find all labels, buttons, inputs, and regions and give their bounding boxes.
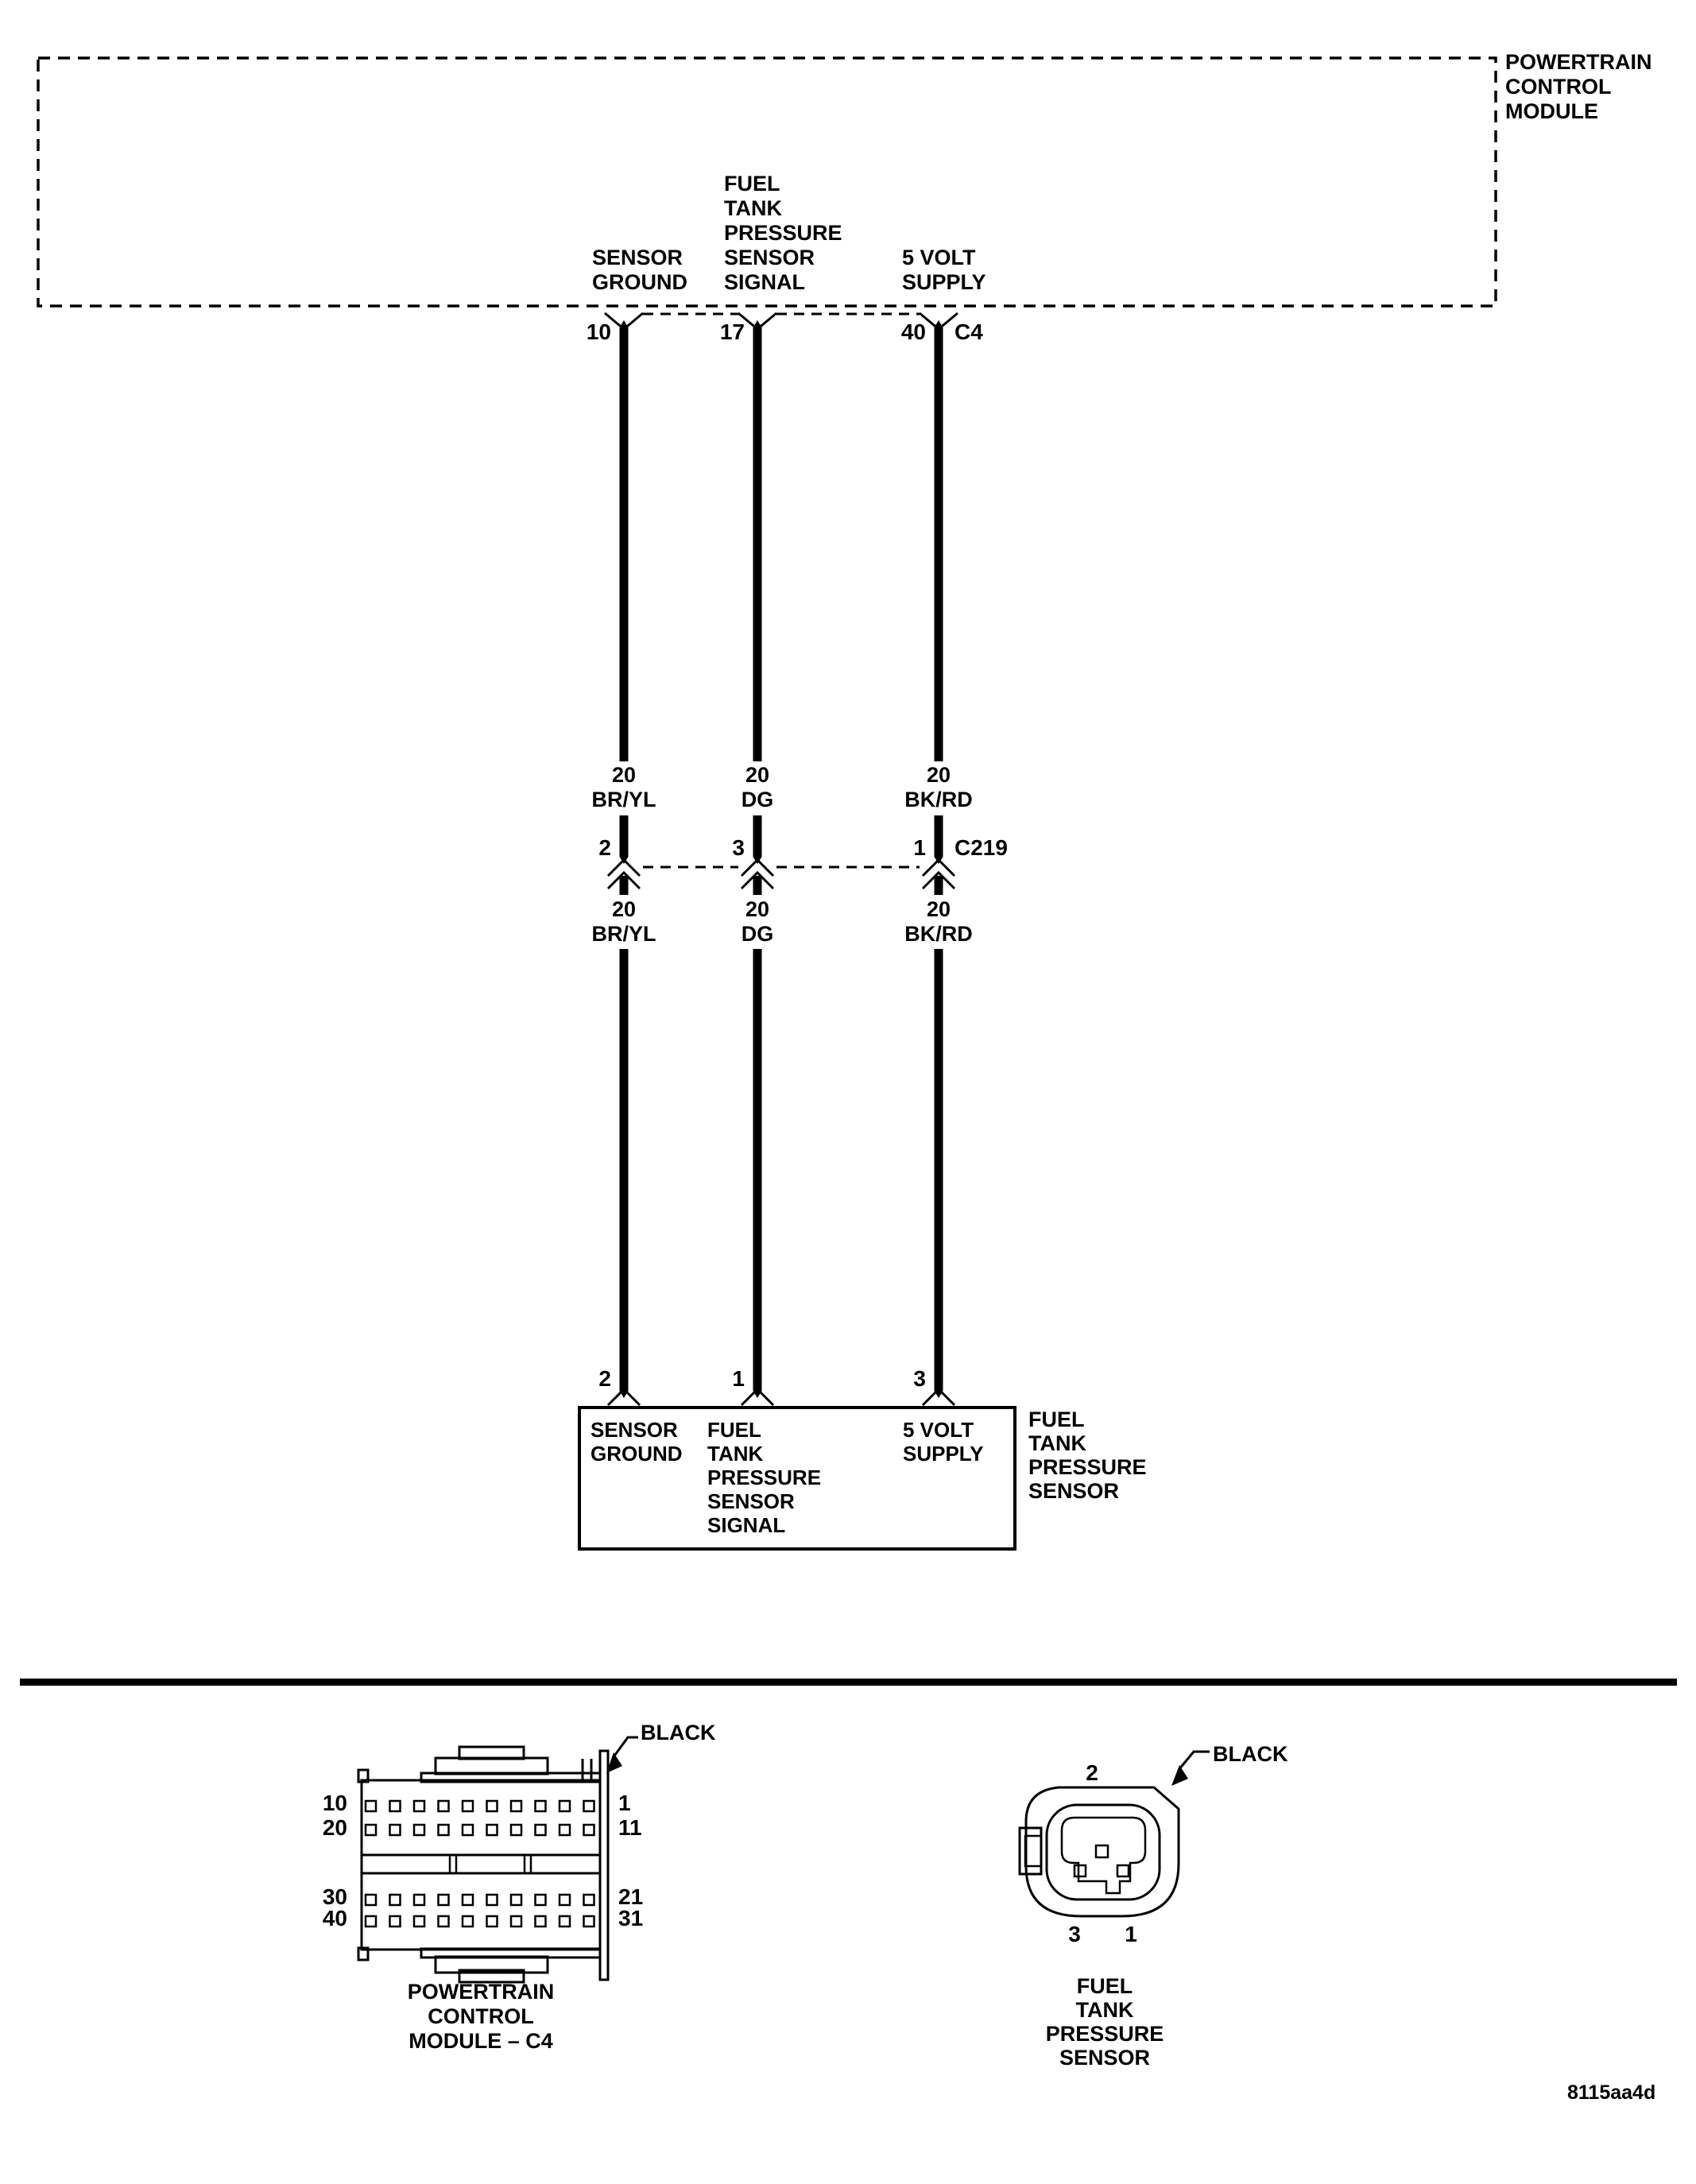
connector-chevron-icon	[921, 858, 956, 877]
wire-gauge-label: 20	[745, 763, 770, 787]
sensor-function-label: FUEL TANK PRESSURE SENSOR SIGNAL	[707, 1418, 822, 1537]
c219-connector-symbol	[606, 858, 956, 890]
c219-pin-number: 1	[913, 835, 926, 860]
sensor-connector-pin-label: 2	[1086, 1760, 1098, 1785]
connector-v-icon	[606, 1387, 641, 1407]
sensor-name-label: FUEL TANK PRESSURE SENSOR	[1028, 1408, 1147, 1503]
connector-v-icon	[740, 1387, 775, 1407]
c219-pin-number: 2	[598, 835, 611, 860]
pcm-connector-color-label: BLACK	[641, 1721, 716, 1744]
sensor-box	[578, 1406, 1016, 1551]
pcm-connector-row-label-left: 20	[322, 1815, 347, 1840]
connector-chevron-icon	[606, 858, 641, 877]
pcm-pin-number: 10	[586, 319, 611, 344]
pcm-connector-row-label-right: 1	[618, 1791, 631, 1815]
pcm-connector-row-label-right: 31	[618, 1906, 644, 1930]
pcm-function-label: SENSOR GROUND	[592, 246, 687, 294]
wire-color-label: BK/RD	[904, 922, 973, 946]
wire-gauge-label: 20	[926, 763, 951, 787]
pcm-connector-row-label-left: 10	[322, 1791, 347, 1815]
pcm-connector-row-label-right: 21	[618, 1884, 644, 1909]
c219-pin-number: 3	[732, 835, 745, 860]
wire-gauge-label: 20	[611, 897, 637, 921]
pcm-pin-number: 17	[719, 319, 745, 344]
pcm-pin-grid-top	[364, 1799, 595, 1837]
sensor-connector-color-label: BLACK	[1213, 1742, 1288, 1766]
sensor-connector-pin-label: 3	[1068, 1922, 1081, 1946]
sensor-pin-number: 3	[913, 1366, 926, 1391]
connector-chevron-icon	[740, 870, 775, 890]
pcm-connector-row-label-right: 11	[618, 1815, 642, 1840]
wire-color-label: BR/YL	[591, 788, 656, 811]
wire-color-label: BK/RD	[904, 788, 973, 811]
pcm-connector-row-label-left: 30	[322, 1884, 347, 1909]
black-callout-arrow-icon	[1171, 1750, 1210, 1786]
pcm-pin-grid-bottom	[364, 1893, 595, 1928]
wire-5-volt-supply	[934, 320, 943, 1398]
pcm-pin-number: 40	[900, 319, 926, 344]
wire-ftp-sensor-signal	[753, 320, 762, 1398]
pcm-connector-caption: POWERTRAIN CONTROL MODULE – C4	[407, 1980, 555, 2053]
wire-sensor-ground	[619, 320, 629, 1398]
connector-chevron-icon	[921, 870, 956, 890]
sensor-pin-number: 1	[732, 1366, 745, 1391]
sensor-connector-symbol	[606, 1387, 956, 1407]
connector-chevron-icon	[740, 858, 775, 877]
sensor-pin-number: 2	[598, 1366, 611, 1391]
pcm-function-label: FUEL TANK PRESSURE SENSOR SIGNAL	[724, 172, 842, 294]
pcm-module-label: POWERTRAIN CONTROL MODULE	[1505, 50, 1652, 123]
black-callout-arrow-icon	[606, 1736, 638, 1773]
pcm-connector-id: C4	[954, 319, 983, 344]
sensor-connector-pin-label: 1	[1125, 1922, 1137, 1946]
figure-code: 8115aa4d	[1567, 2081, 1656, 2104]
wire-gauge-label: 20	[611, 763, 637, 787]
wire-color-label: DG	[741, 788, 774, 811]
connector-v-icon	[921, 1387, 956, 1407]
sensor-function-label: SENSOR GROUND	[591, 1418, 683, 1466]
wire-gauge-label: 20	[926, 897, 951, 921]
wire-gauge-label: 20	[745, 897, 770, 921]
connector-chevron-icon	[606, 870, 641, 890]
pcm-connector-row-label-left: 40	[322, 1906, 347, 1930]
wire-color-label: DG	[741, 922, 774, 946]
wire-color-label: BR/YL	[591, 922, 656, 946]
sensor-function-label: 5 VOLT SUPPLY	[903, 1418, 984, 1466]
section-divider	[20, 1679, 1677, 1686]
pcm-function-label: 5 VOLT SUPPLY	[902, 246, 986, 294]
c219-connector-id: C219	[954, 835, 1008, 860]
pcm-c4-connector-drawing	[357, 1736, 638, 1984]
sensor-connector-caption: FUEL TANK PRESSURE SENSOR	[1045, 1974, 1164, 2070]
